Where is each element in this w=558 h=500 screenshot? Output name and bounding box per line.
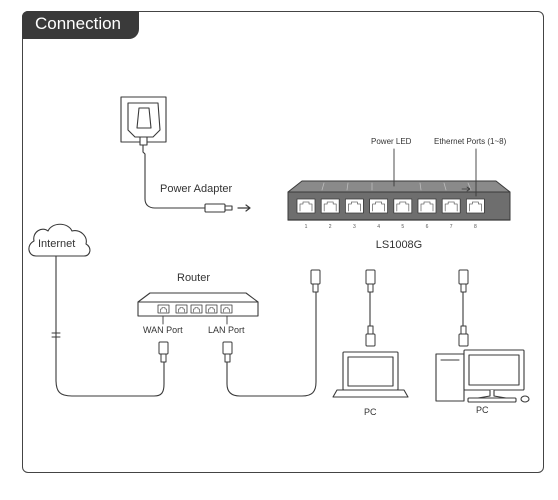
rj45-connector-wan-icon: [158, 341, 169, 363]
router-port-socket-3: [193, 307, 200, 313]
switch-port-socket-3: [348, 201, 361, 212]
dc-plug-icon: [204, 203, 233, 213]
switch-port-4: [369, 198, 389, 214]
ethernet-ports-label: Ethernet Ports (1~8): [434, 137, 507, 146]
router-lan-port-3: [205, 304, 218, 314]
power-adapter-icon: [120, 96, 167, 146]
switch-port-number-7: 7: [450, 224, 453, 230]
switch-port-2: [320, 198, 340, 214]
title-tab: [22, 11, 139, 39]
router-lan-port-4: [220, 304, 233, 314]
lan-port-label: LAN Port: [208, 325, 245, 335]
switch-port-8: [465, 198, 485, 214]
switch-port-7: [441, 198, 461, 214]
switch-port-numbers: 1 2 3 4 5 6 7 8: [305, 224, 477, 230]
switch-port-6: [417, 198, 437, 214]
router-port-socket-5: [223, 307, 230, 313]
desktop-pc-icon: [435, 349, 530, 403]
switch-port-number-3: 3: [353, 224, 356, 230]
switch-port-5: [393, 198, 413, 214]
switch-port-number-2: 2: [329, 224, 332, 230]
switch-port-socket-2: [323, 201, 337, 212]
rj45-connector-desktop-bottom-icon: [458, 325, 469, 347]
rj45-connector-laptop-top-icon: [365, 269, 376, 293]
pc-laptop-label: PC: [364, 407, 377, 417]
router-port-socket-4: [208, 307, 215, 313]
wan-port-label: WAN Port: [143, 325, 183, 335]
plug-arrow-icon: [237, 204, 251, 212]
rj45-connector-laptop-bottom-icon: [365, 325, 376, 347]
router-port-socket-2: [178, 307, 185, 313]
internet-cable: [55, 255, 165, 397]
connection-panel: [22, 11, 544, 473]
internet-cloud-icon: [28, 223, 91, 257]
router-ports: [157, 304, 233, 314]
lan-cable: [226, 291, 317, 397]
switch-port-number-1: 1: [305, 224, 308, 230]
power-cable: [142, 144, 207, 209]
cable-break-icon: [51, 332, 61, 338]
router-wan-port: [157, 304, 170, 314]
laptop-icon: [332, 351, 409, 398]
switch-port-number-6: 6: [426, 224, 429, 230]
power-adapter-label: Power Adapter: [160, 183, 233, 195]
router-port-socket-1: [160, 307, 167, 313]
page-title: Connection: [35, 14, 122, 33]
switch-port-socket-6: [420, 201, 434, 212]
switch-port-number-5: 5: [401, 224, 404, 230]
rj45-connector-switch-icon: [310, 269, 321, 293]
switch-model-label: LS1008G: [376, 239, 422, 251]
switch-port-1: [296, 198, 316, 214]
switch-port-socket-8: [469, 201, 482, 212]
switch-port-socket-5: [396, 201, 410, 212]
rj45-connector-desktop-top-icon: [458, 269, 469, 293]
pc-desktop-label: PC: [476, 405, 489, 415]
switch-port-socket-1: [299, 201, 313, 212]
switch-port-3: [344, 198, 364, 214]
switch-ethernet-ports: [296, 198, 485, 214]
switch-port-number-8: 8: [474, 224, 477, 230]
switch-port-socket-4: [372, 201, 385, 212]
led-arrow-icon: [461, 186, 471, 192]
switch-port-number-4: 4: [377, 224, 380, 230]
router-label: Router: [177, 272, 211, 284]
switch-port-socket-7: [444, 201, 458, 212]
power-led-label: Power LED: [371, 137, 412, 146]
rj45-connector-lan-icon: [222, 341, 233, 363]
router-lan-port-2: [190, 304, 203, 314]
router-lan-port-1: [175, 304, 188, 314]
internet-label: Internet: [38, 238, 76, 250]
